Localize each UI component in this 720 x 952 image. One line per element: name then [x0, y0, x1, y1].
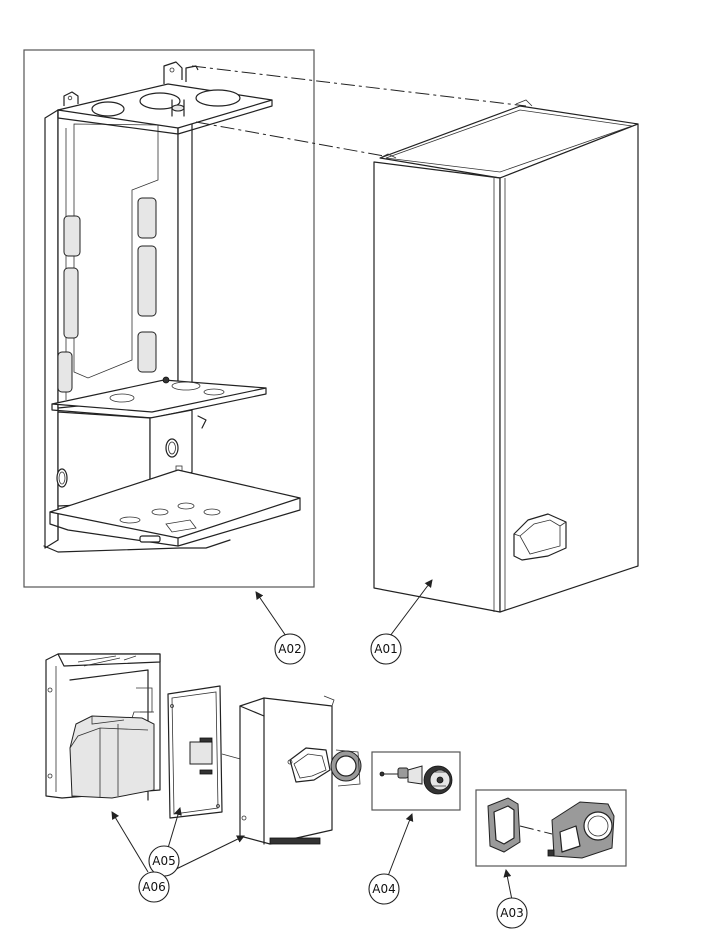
callout-a02: A02 — [274, 633, 306, 665]
a04-detail-frame — [371, 751, 461, 811]
callout-a05-label: A05 — [152, 854, 175, 868]
callout-a04-label: A04 — [372, 882, 395, 896]
callout-a02-label: A02 — [278, 642, 301, 656]
callout-a01-label: A01 — [374, 642, 397, 656]
cap-bezel-a03 — [475, 789, 627, 867]
a02-detail-frame — [23, 49, 315, 588]
callout-a04: A04 — [368, 873, 400, 905]
callout-a03-label: A03 — [500, 906, 523, 920]
cover-a01 — [373, 99, 639, 613]
callout-a06-label: A06 — [142, 880, 165, 894]
callout-a06: A06 — [138, 871, 170, 903]
a03-detail-frame — [475, 789, 627, 867]
frame-assembly-a02 — [23, 49, 315, 588]
control-box — [239, 695, 362, 845]
circuit-board-a05 — [167, 685, 245, 819]
connector-a04 — [371, 751, 461, 811]
housing-a06 — [45, 653, 161, 801]
leader-lines — [111, 579, 513, 901]
callout-a03: A03 — [496, 897, 528, 929]
callout-a01: A01 — [370, 633, 402, 665]
alignment-lines — [191, 65, 527, 157]
